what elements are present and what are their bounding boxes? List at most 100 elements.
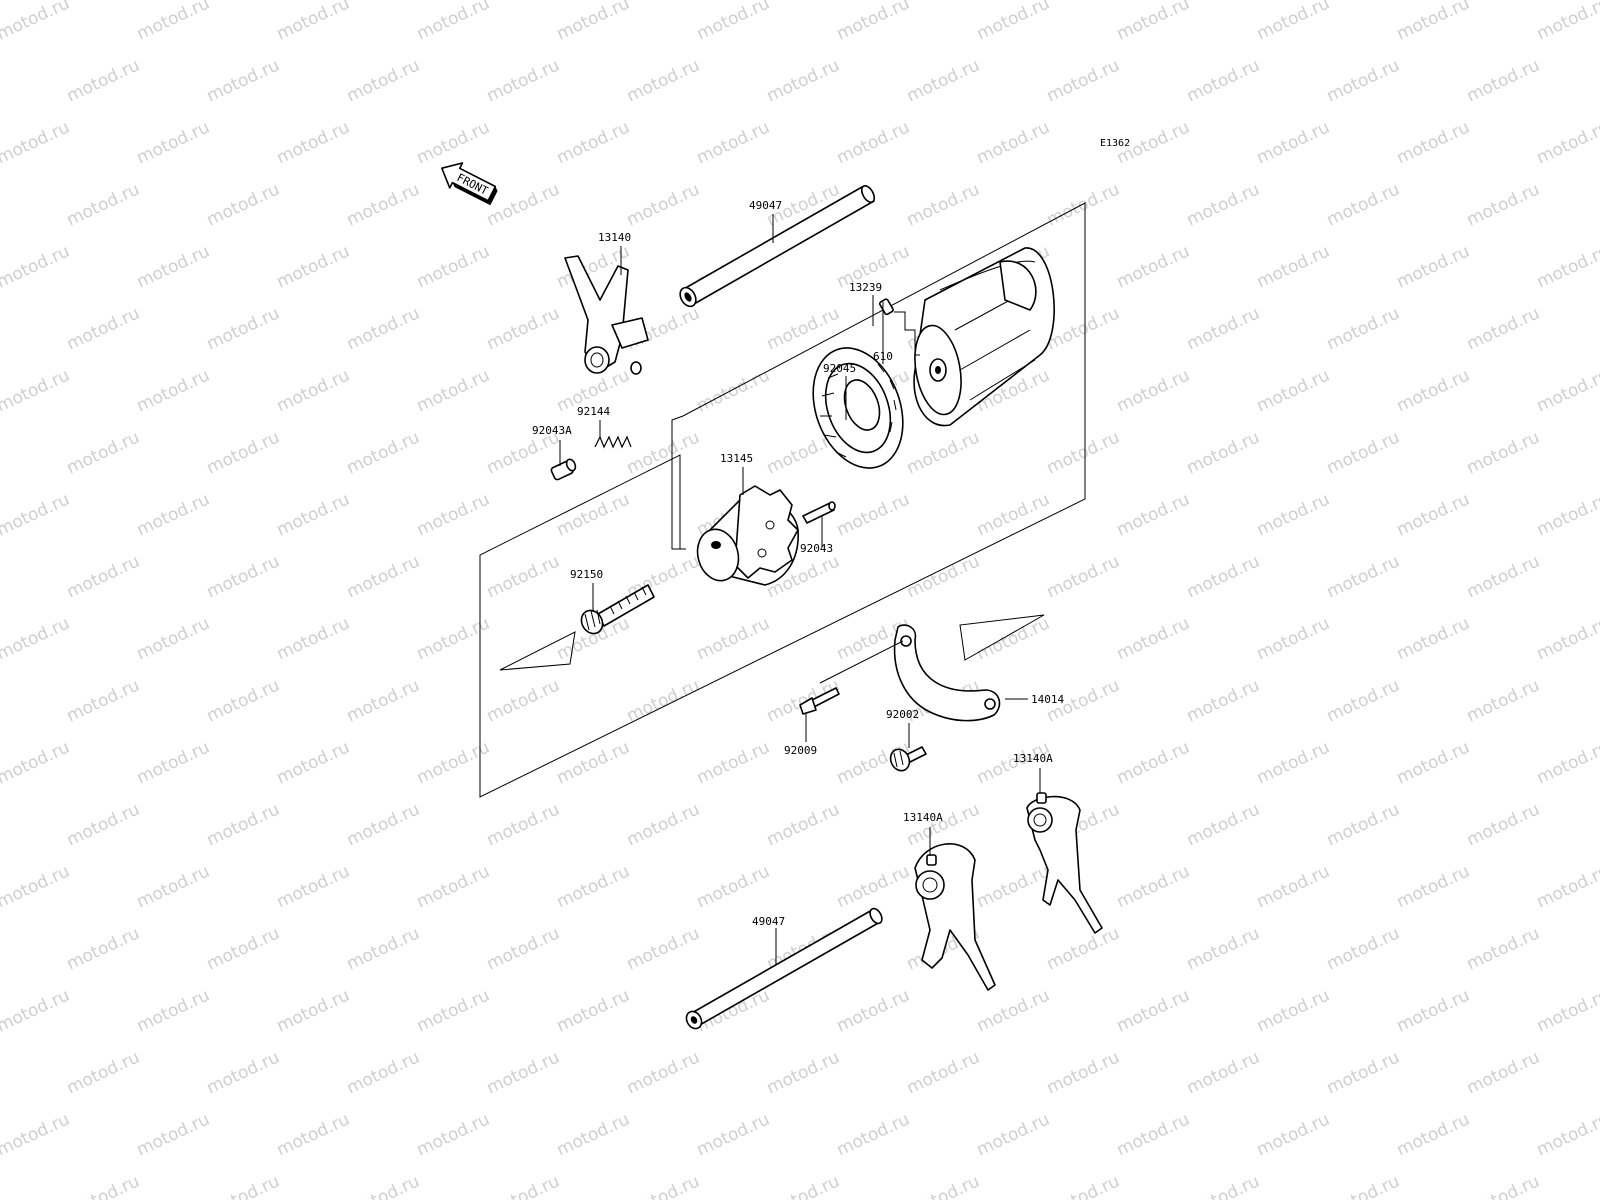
- watermark-text: motod.ru: [1114, 1109, 1193, 1160]
- watermark-text: motod.ru: [344, 551, 423, 602]
- watermark-text: motod.ru: [694, 117, 773, 168]
- shift-fork-13140A-right: [1026, 792, 1103, 934]
- screw-92009: [799, 687, 840, 715]
- watermark-text: motod.ru: [1044, 427, 1123, 478]
- watermark-text: motod.ru: [694, 1109, 773, 1160]
- watermark-text: motod.ru: [64, 303, 143, 354]
- watermark-text: motod.ru: [974, 985, 1053, 1036]
- watermark-text: motod.ru: [204, 179, 283, 230]
- watermark-text: motod.ru: [204, 799, 283, 850]
- watermark-text: motod.ru: [484, 55, 563, 106]
- watermark-text: motod.ru: [0, 1109, 73, 1160]
- watermark-text: motod.ru: [1534, 1109, 1600, 1160]
- watermark-text: motod.ru: [1464, 923, 1543, 974]
- watermark-text: motod.ru: [1044, 1171, 1123, 1200]
- shift-fork-13140: [564, 255, 649, 375]
- watermark-text: motod.ru: [0, 55, 3, 106]
- watermark-text: motod.ru: [0, 179, 3, 230]
- watermark-text: motod.ru: [204, 55, 283, 106]
- watermark-text: motod.ru: [1464, 799, 1543, 850]
- watermark-text: motod.ru: [344, 55, 423, 106]
- watermark-text: motod.ru: [764, 55, 843, 106]
- spring-92144: [594, 435, 632, 449]
- watermark-text: motod.ru: [64, 1047, 143, 1098]
- watermark-text: motod.ru: [0, 0, 73, 45]
- watermark-text: motod.ru: [204, 303, 283, 354]
- watermark-text: motod.ru: [484, 675, 563, 726]
- watermark-text: motod.ru: [484, 303, 563, 354]
- watermark-text: motod.ru: [1114, 0, 1193, 45]
- watermark-text: motod.ru: [1254, 985, 1333, 1036]
- drum-cam-13145: [696, 485, 799, 586]
- part-label-13140: 13140: [598, 231, 631, 244]
- watermark-text: motod.ru: [274, 0, 353, 45]
- watermark-text: motod.ru: [414, 737, 493, 788]
- watermark-text: motod.ru: [1464, 179, 1543, 230]
- watermark-text: motod.ru: [0, 985, 73, 1036]
- watermark-text: motod.ru: [974, 0, 1053, 45]
- watermark-text: motod.ru: [344, 179, 423, 230]
- watermark-text: motod.ru: [1394, 985, 1473, 1036]
- watermark-text: motod.ru: [1464, 1047, 1543, 1098]
- watermark-text: motod.ru: [1114, 365, 1193, 416]
- watermark-text: motod.ru: [624, 1171, 703, 1200]
- watermark-text: motod.ru: [834, 861, 913, 912]
- watermark-text: motod.ru: [1184, 179, 1263, 230]
- watermark-text: motod.ru: [344, 1171, 423, 1200]
- watermark-text: motod.ru: [904, 1171, 983, 1200]
- watermark-text: motod.ru: [1534, 365, 1600, 416]
- watermark-text: motod.ru: [1324, 303, 1403, 354]
- watermark-text: motod.ru: [764, 799, 843, 850]
- watermark-text: motod.ru: [554, 489, 633, 540]
- watermark-text: motod.ru: [1254, 365, 1333, 416]
- watermark-text: motod.ru: [274, 241, 353, 292]
- watermark-text: motod.ru: [484, 799, 563, 850]
- watermark-text: motod.ru: [274, 365, 353, 416]
- assembly-boundary: [479, 202, 1086, 798]
- watermark-text: motod.ru: [1184, 551, 1263, 602]
- part-label-14014: 14014: [1031, 693, 1064, 706]
- watermark-text: motod.ru: [274, 737, 353, 788]
- watermark-text: motod.ru: [1534, 0, 1600, 45]
- watermark-text: motod.ru: [1394, 613, 1473, 664]
- watermark-text: motod.ru: [1114, 613, 1193, 664]
- shift-drum: [913, 247, 1055, 427]
- watermark-text: motod.ru: [484, 551, 563, 602]
- watermark-text: motod.ru: [974, 861, 1053, 912]
- watermark-text: motod.ru: [204, 427, 283, 478]
- watermark-text: motod.ru: [1394, 241, 1473, 292]
- watermark-text: motod.ru: [414, 985, 493, 1036]
- watermark-text: motod.ru: [274, 1109, 353, 1160]
- watermark-text: motod.ru: [1534, 117, 1600, 168]
- watermark-text: motod.ru: [1394, 365, 1473, 416]
- watermark-text: motod.ru: [64, 1171, 143, 1200]
- watermark-text: motod.ru: [0, 241, 73, 292]
- watermark-text: motod.ru: [1534, 489, 1600, 540]
- plate-14014: [893, 624, 1001, 722]
- watermark-text: motod.ru: [1324, 1047, 1403, 1098]
- watermark-text: motod.ru: [1464, 303, 1543, 354]
- watermark-text: motod.ru: [344, 1047, 423, 1098]
- watermark-text: motod.ru: [1324, 179, 1403, 230]
- shift-fork-13140A-center: [914, 843, 996, 991]
- watermark-text: motod.ru: [0, 303, 3, 354]
- watermark-text: motod.ru: [1254, 613, 1333, 664]
- watermark-text: motod.ru: [134, 985, 213, 1036]
- part-label-92043A: 92043A: [532, 424, 572, 437]
- watermark-text: motod.ru: [554, 861, 633, 912]
- shift-rod-upper: [679, 185, 876, 308]
- boundary-step: [671, 420, 686, 550]
- watermark-text: motod.ru: [974, 613, 1053, 664]
- watermark-text: motod.ru: [694, 861, 773, 912]
- watermark-text: motod.ru: [1324, 551, 1403, 602]
- watermark-text: motod.ru: [1394, 0, 1473, 45]
- watermark-text: motod.ru: [1114, 489, 1193, 540]
- watermark-text: motod.ru: [414, 489, 493, 540]
- watermark-text: motod.ru: [1254, 0, 1333, 45]
- watermark-text: motod.ru: [1184, 55, 1263, 106]
- watermark-text: motod.ru: [624, 1047, 703, 1098]
- watermark-text: motod.ru: [204, 675, 283, 726]
- watermark-text: motod.ru: [1184, 799, 1263, 850]
